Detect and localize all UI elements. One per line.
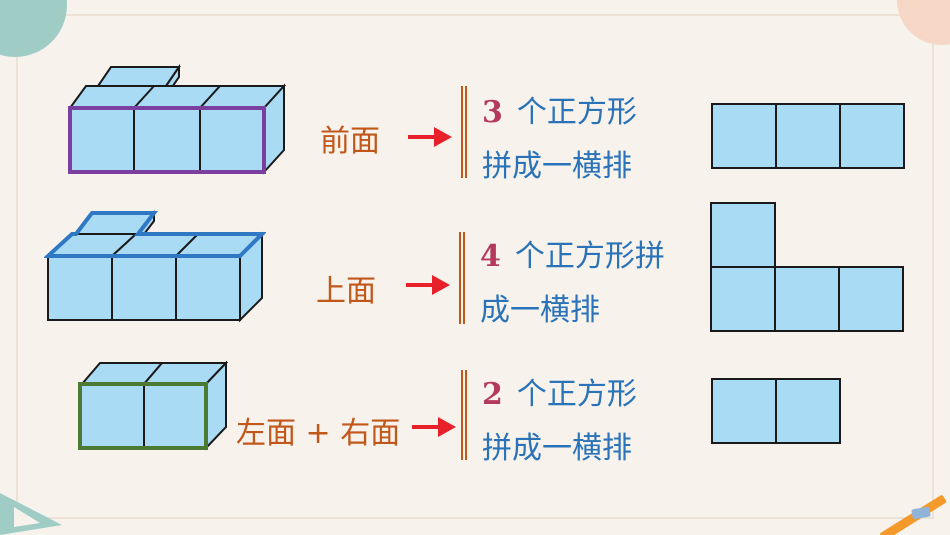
description-line2: 拼成一横排 <box>482 149 632 184</box>
top-label: 上面 <box>316 274 376 309</box>
side-view-result <box>711 378 841 444</box>
arrow-right-icon <box>412 417 456 437</box>
bracket-divider <box>459 232 465 324</box>
description-line1: 个正方形 <box>516 95 637 130</box>
teal-circle-decoration <box>0 0 67 57</box>
pencil-eraser-icon <box>880 495 947 535</box>
square-count: 3 <box>482 95 503 130</box>
triangle-ruler-icon <box>0 493 62 535</box>
side-label: 左面 + 右面 <box>236 416 401 451</box>
side-description: 2 个正方形 拼成一横排 <box>482 368 637 476</box>
description-line2: 成一横排 <box>480 293 600 328</box>
square-count: 4 <box>480 239 501 274</box>
square-count: 2 <box>482 377 503 412</box>
slide-frame <box>16 14 934 519</box>
description-line1: 个正方形拼 <box>514 239 665 274</box>
top-description: 4 个正方形拼 成一横排 <box>480 230 665 338</box>
bracket-divider <box>461 370 467 460</box>
arrow-right-icon <box>406 275 450 295</box>
top-view-solid <box>44 210 266 323</box>
description-line2: 拼成一横排 <box>482 431 632 466</box>
front-description: 3 个正方形 拼成一横排 <box>482 86 637 194</box>
description-line1: 个正方形 <box>516 377 637 412</box>
top-view-result <box>710 202 904 332</box>
front-view-result <box>711 103 905 169</box>
front-view-solid <box>68 64 287 175</box>
arrow-right-icon <box>408 127 452 147</box>
side-view-solid <box>78 360 229 451</box>
front-label: 前面 <box>320 124 380 159</box>
peach-circle-decoration <box>897 0 950 45</box>
bracket-divider <box>461 86 467 178</box>
